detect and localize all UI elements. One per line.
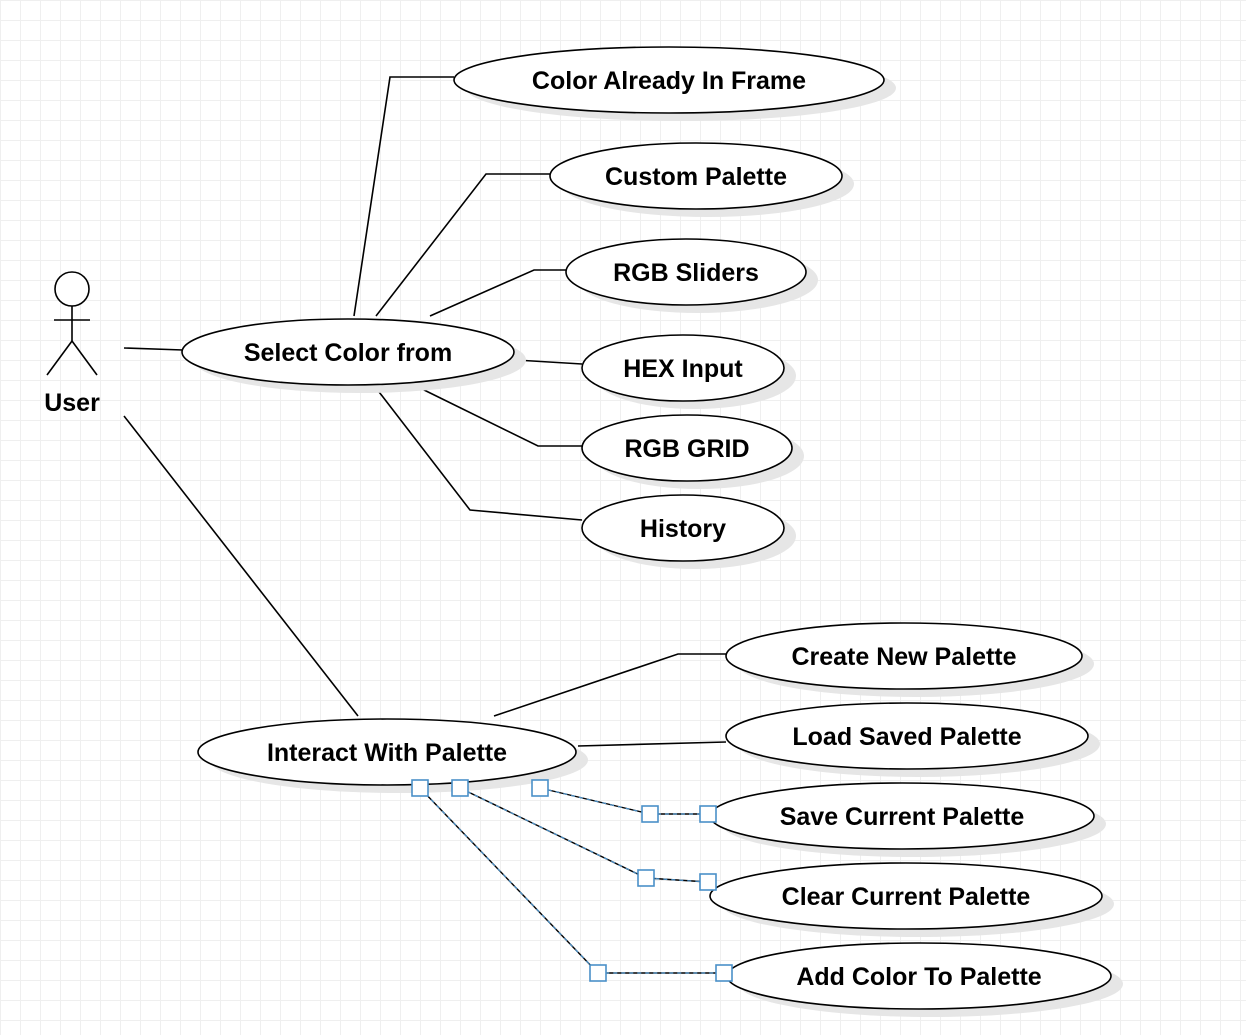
connector-user-interact-palette[interactable]	[123, 415, 359, 717]
use-case-save-palette[interactable]: Save Current Palette	[709, 782, 1106, 857]
handle-add-start[interactable]	[411, 779, 429, 797]
use-case-save-palette-label: Save Current Palette	[780, 803, 1025, 831]
connector-select-frame[interactable]	[353, 76, 454, 317]
use-case-create-palette-label: Create New Palette	[791, 643, 1016, 671]
use-case-frame[interactable]: Color Already In Frame	[453, 46, 896, 121]
selection-handles	[411, 779, 733, 982]
use-case-rgb-grid-label: RGB GRID	[625, 435, 750, 463]
use-case-interact-palette-label: Interact With Palette	[267, 739, 507, 767]
actor-user-label: User	[44, 389, 100, 417]
use-case-hex-input-label: HEX Input	[623, 355, 743, 383]
use-case-interact-palette[interactable]: Interact With Palette	[197, 718, 588, 793]
use-case-custom-palette-label: Custom Palette	[605, 163, 787, 191]
actor-user[interactable]: User	[44, 271, 100, 417]
handle-save-start[interactable]	[531, 779, 549, 797]
connector-select-history[interactable]	[375, 387, 583, 521]
connector-interact-load[interactable]	[577, 741, 727, 747]
use-case-history[interactable]: History	[581, 494, 796, 569]
connector-select-rgb-grid[interactable]	[419, 387, 582, 447]
handle-save-end[interactable]	[699, 805, 717, 823]
handle-clear-end[interactable]	[699, 873, 717, 891]
handle-clear-start[interactable]	[451, 779, 469, 797]
use-case-select-color[interactable]: Select Color from	[181, 318, 526, 393]
use-case-custom-palette[interactable]: Custom Palette	[549, 142, 854, 217]
use-case-rgb-grid[interactable]: RGB GRID	[581, 414, 804, 489]
use-case-rgb-sliders-label: RGB Sliders	[613, 259, 759, 287]
handle-add-end[interactable]	[715, 964, 733, 982]
use-case-load-palette[interactable]: Load Saved Palette	[725, 702, 1100, 777]
use-case-select-color-label: Select Color from	[244, 339, 452, 367]
connector-user-select-color[interactable]	[123, 347, 184, 351]
use-case-add-color[interactable]: Add Color To Palette	[726, 942, 1123, 1017]
use-case-rgb-sliders[interactable]: RGB Sliders	[565, 238, 818, 313]
use-case-hex-input[interactable]: HEX Input	[581, 334, 796, 409]
connector-select-rgb-sliders[interactable]	[429, 269, 566, 317]
connector-interact-create[interactable]	[493, 653, 726, 717]
handle-clear-bend[interactable]	[637, 869, 655, 887]
use-case-add-color-label: Add Color To Palette	[796, 963, 1041, 991]
use-case-clear-palette-label: Clear Current Palette	[782, 883, 1031, 911]
use-case-history-label: History	[640, 515, 726, 543]
handle-add-bend[interactable]	[589, 964, 607, 982]
use-case-frame-label: Color Already In Frame	[532, 67, 806, 95]
connector-interact-save[interactable]	[539, 787, 708, 815]
use-case-clear-palette[interactable]: Clear Current Palette	[709, 862, 1114, 937]
use-case-create-palette[interactable]: Create New Palette	[725, 622, 1094, 697]
connector-select-hex-input[interactable]	[515, 359, 583, 365]
use-case-load-palette-label: Load Saved Palette	[792, 723, 1021, 751]
handle-save-bend[interactable]	[641, 805, 659, 823]
connector-select-custom-palette[interactable]	[375, 173, 550, 317]
